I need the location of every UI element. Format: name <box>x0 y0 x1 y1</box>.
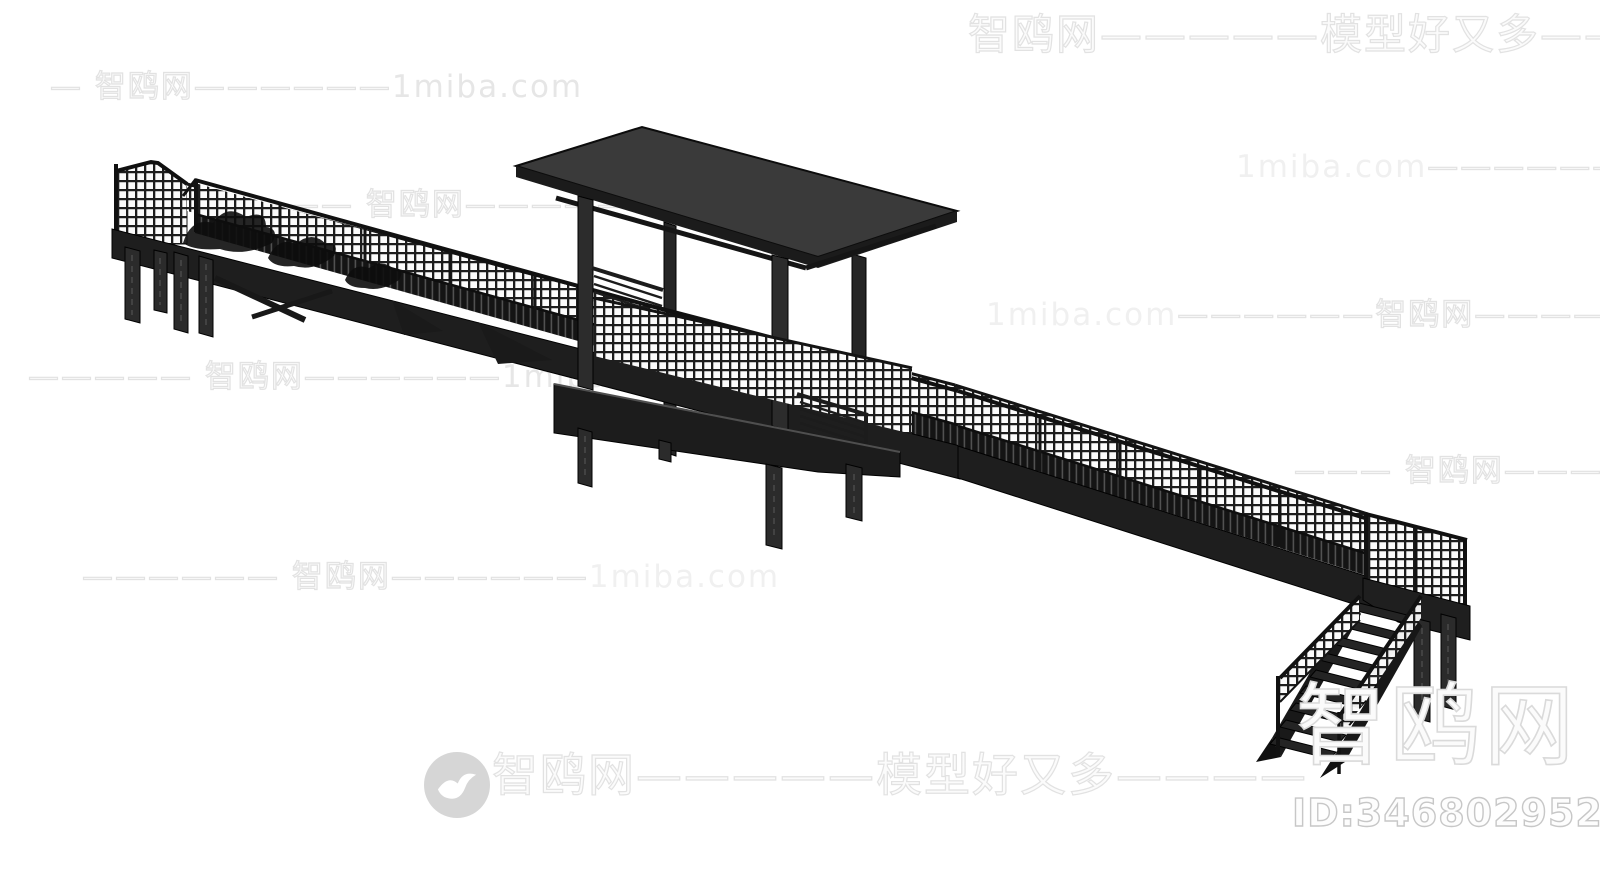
site-watermark: 1miba.com <box>588 559 781 595</box>
site-watermark: 1miba.com <box>1236 149 1428 185</box>
model-id: ID:346802952 <box>1291 791 1600 835</box>
left-support-posts <box>124 246 552 364</box>
watermark-row: 智鸥网—————模型好又多———— <box>967 13 1600 56</box>
brand-watermark: ————— 智鸥网—————— <box>27 359 502 395</box>
brand-tagline-watermark: 智鸥网—————模型好又多———— <box>967 10 1600 59</box>
shelter-canopy <box>512 125 961 550</box>
railing-posts <box>1038 417 1282 547</box>
brand-watermark: —————— 智鸥网—————— <box>81 559 589 595</box>
model-id-text: ID:346802952 <box>1291 791 1600 835</box>
foliage-silhouettes <box>183 211 402 289</box>
brand-tagline-watermark: 智鸥网—————模型好又多———— <box>491 748 1308 802</box>
watermark-row: 1miba.com——————智鸥网—— <box>1236 149 1600 185</box>
brand-watermark: ——————智鸥网—————— <box>1177 297 1600 333</box>
brand-watermark: ——— 智鸥网—————— <box>1293 453 1600 489</box>
site-watermark: 1miba.com <box>391 69 584 105</box>
right-end-platform <box>1362 512 1471 723</box>
watermark-row: —————— 智鸥网——————1miba.com <box>81 559 781 595</box>
stairs <box>1256 594 1423 778</box>
site-watermark: 1miba.com <box>986 297 1178 333</box>
brand-watermark: — 智鸥网—————— <box>49 69 392 105</box>
seagull-logo <box>424 752 490 818</box>
brand-watermark-large: 智鸥网 <box>1295 674 1578 779</box>
watermark-row: 1miba.com——————智鸥网——————1miba.com <box>986 297 1600 333</box>
corner-brand: 智鸥网 <box>1295 681 1578 773</box>
watermark-row: — 智鸥网——————1miba.com <box>49 69 584 105</box>
bottom-banner: 智鸥网—————模型好又多———— <box>491 751 1308 798</box>
seagull-logo-icon <box>437 773 477 799</box>
watermark-row: ——— 智鸥网—————— <box>1293 453 1600 489</box>
brand-watermark: ——————智鸥网—— <box>1427 149 1600 185</box>
